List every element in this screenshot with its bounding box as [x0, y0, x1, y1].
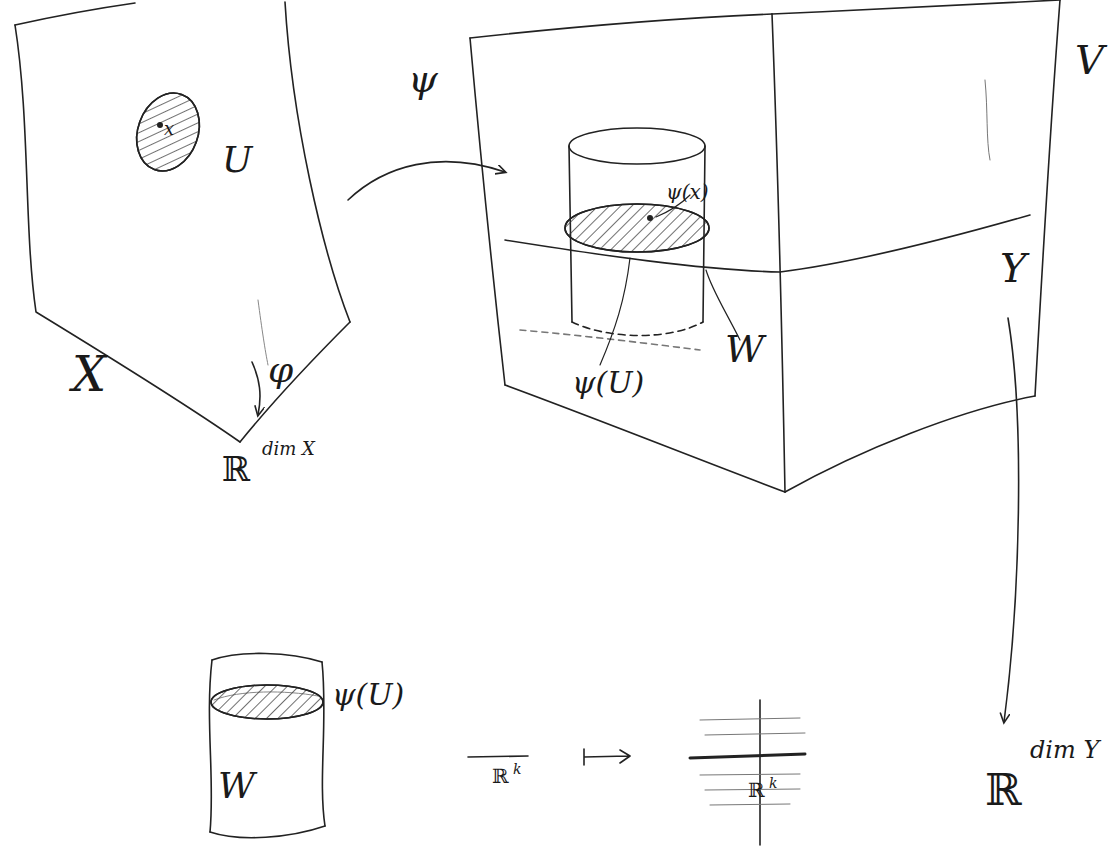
space-symbol: ℝ — [492, 766, 509, 786]
map-symbol: ψ — [408, 60, 438, 98]
set-label: V — [1075, 40, 1104, 80]
point-label: x — [164, 120, 174, 138]
space-exponent: k — [513, 762, 521, 776]
space-exponent: dim X — [262, 440, 315, 458]
space-exponent: dim Y — [1030, 738, 1099, 762]
set-label: ψ(U) — [572, 368, 644, 398]
manifold-label: X — [72, 350, 106, 398]
set-label: W — [218, 768, 255, 804]
space-symbol: ℝ — [748, 780, 765, 800]
space-symbol: ℝ — [985, 768, 1022, 812]
set-label: U — [222, 142, 252, 178]
space-exponent: k — [769, 776, 777, 790]
map-symbol: φ — [268, 352, 293, 388]
space-symbol: ℝ — [222, 452, 250, 486]
set-label: ψ(U) — [332, 680, 404, 710]
point-label: ψ(x) — [666, 182, 709, 202]
manifold-label: Y — [1000, 248, 1026, 288]
set-label: W — [725, 330, 764, 368]
